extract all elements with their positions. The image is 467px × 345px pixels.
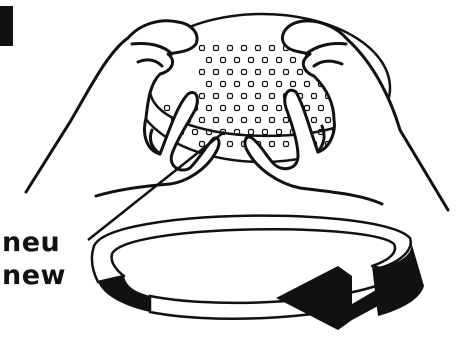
left-hand-icon: [26, 21, 219, 196]
rotation-arrow-icon: [92, 216, 424, 330]
label-english: new: [2, 262, 66, 289]
label-german: neu: [2, 229, 60, 256]
